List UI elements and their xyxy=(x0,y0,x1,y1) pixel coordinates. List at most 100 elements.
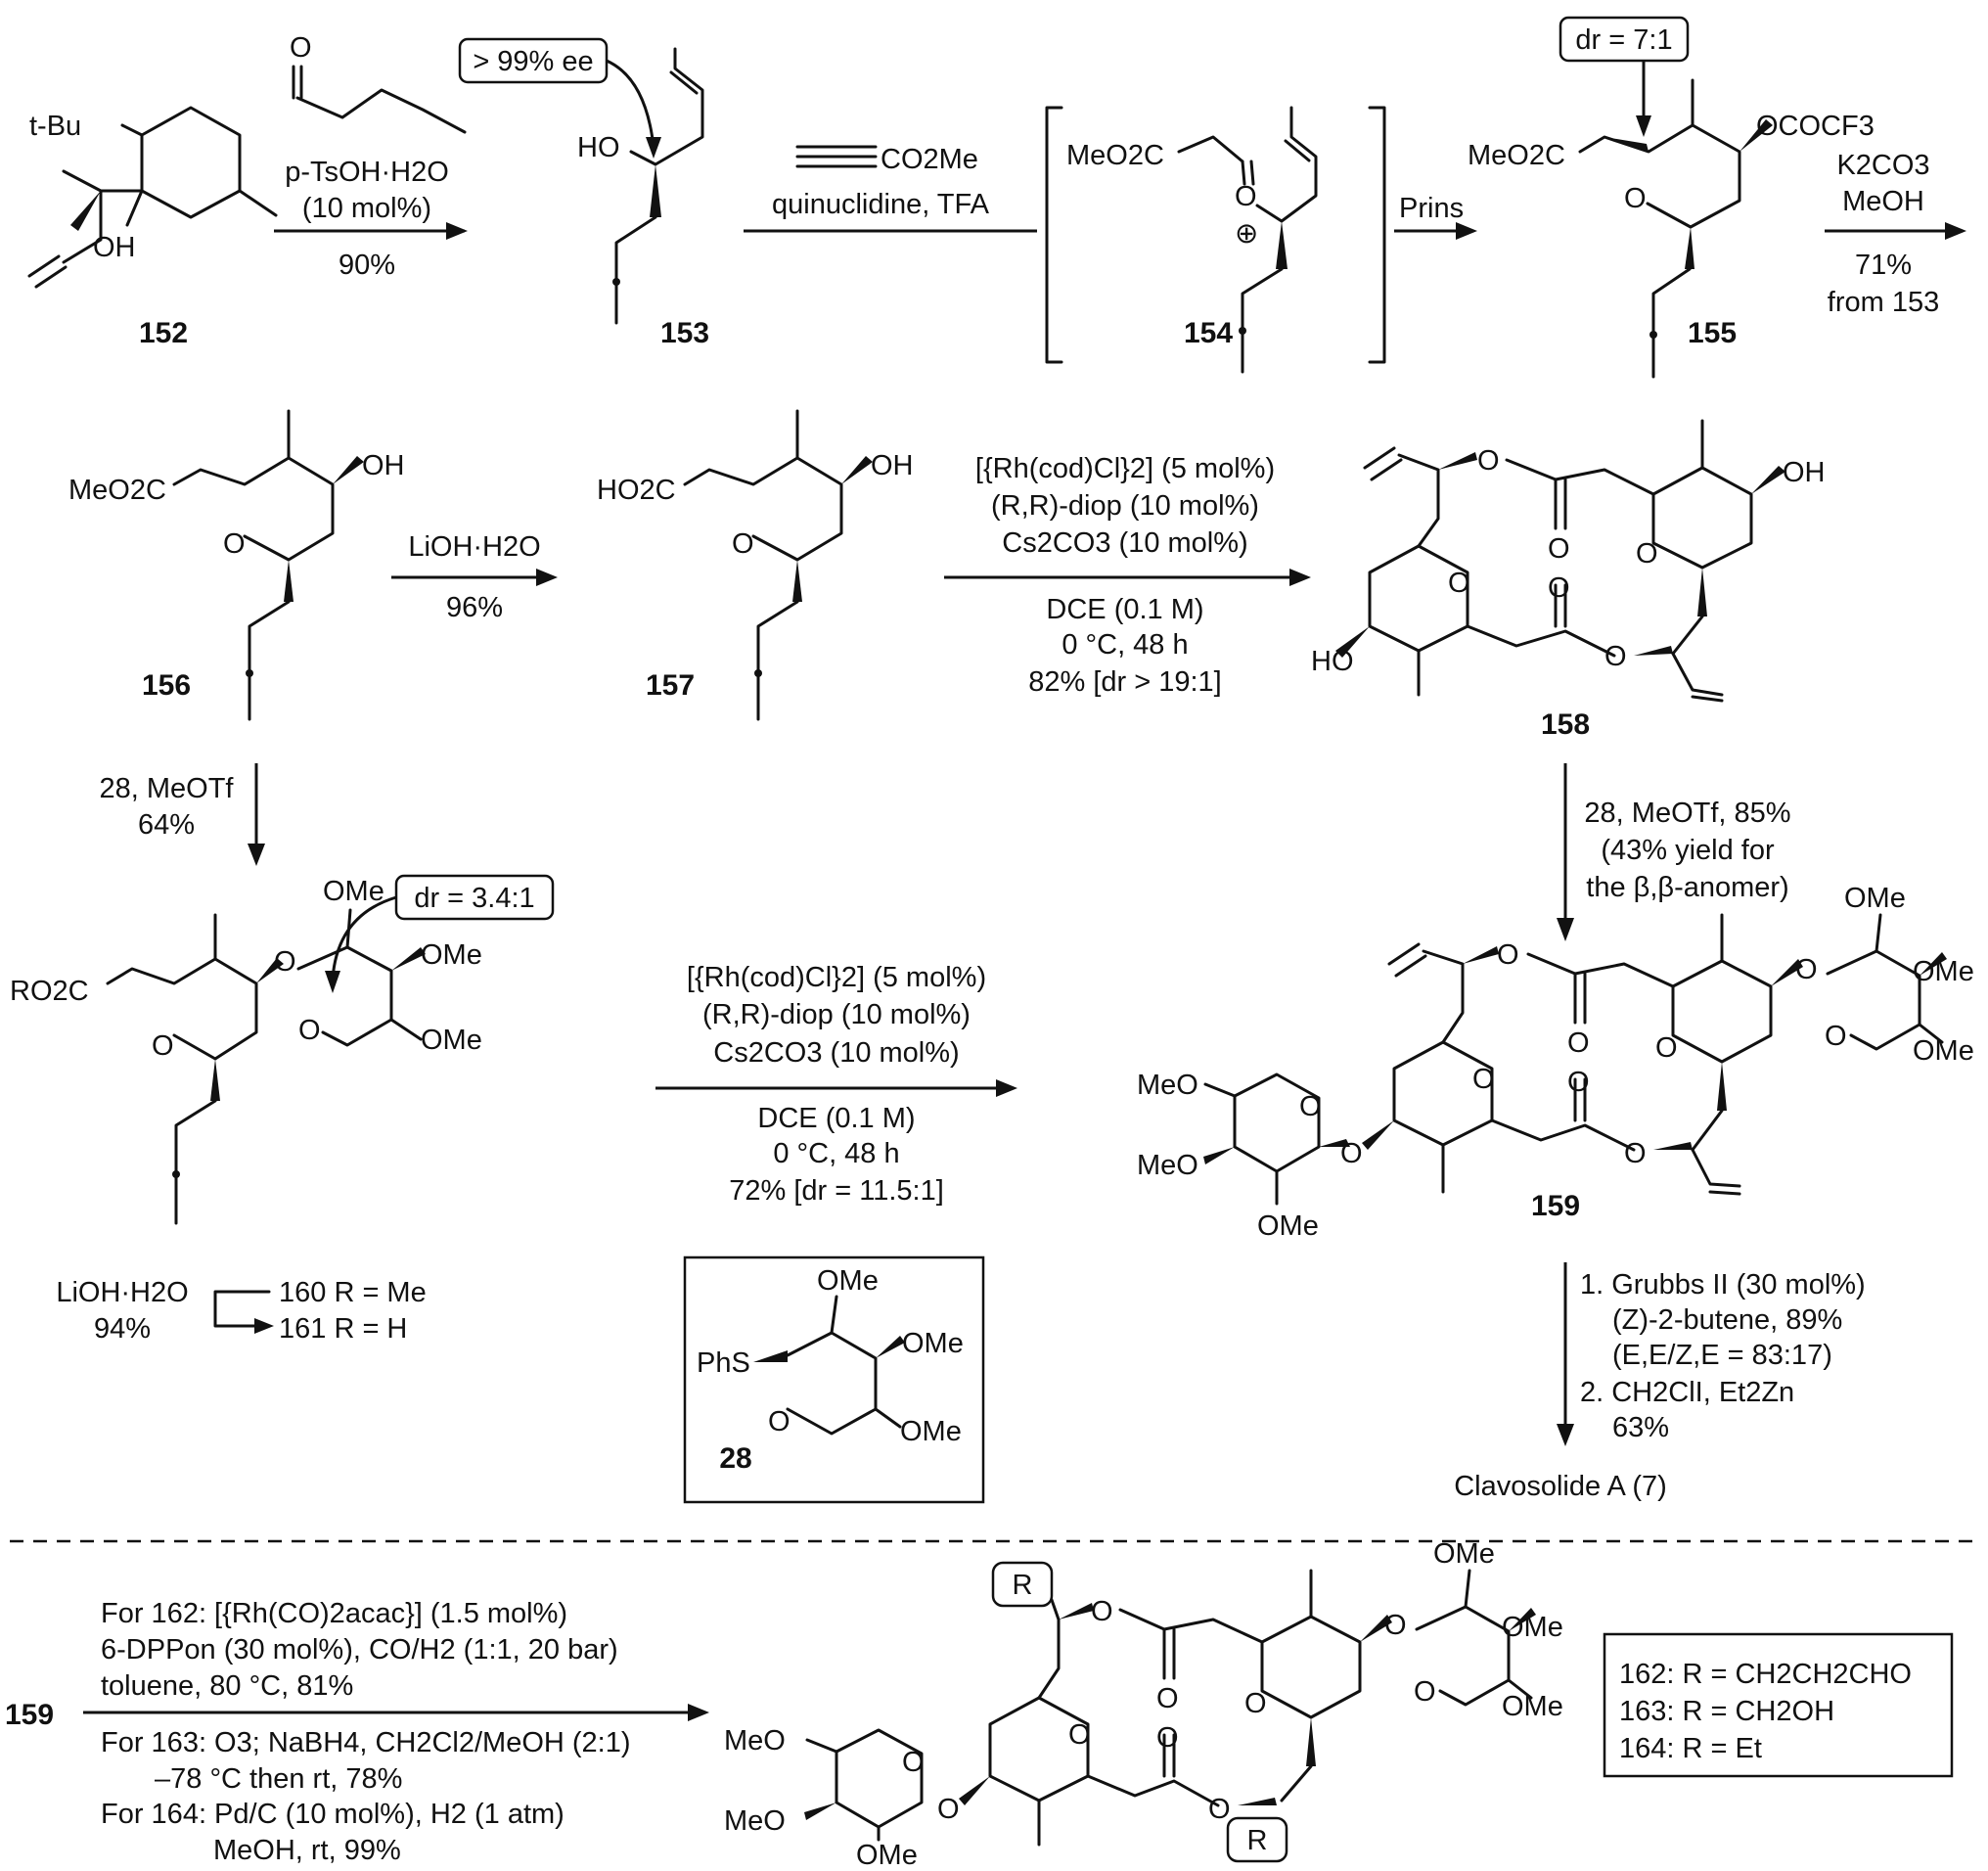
svg-text:O: O xyxy=(1795,954,1818,985)
svg-text:90%: 90% xyxy=(339,250,395,281)
svg-text:O: O xyxy=(1299,1091,1322,1122)
label-155: 155 xyxy=(1688,317,1737,349)
svg-text:O: O xyxy=(732,528,754,560)
conditions-step-9: LiOH·H2O 94% 160 R = Me 161 R = H xyxy=(56,1277,426,1345)
svg-text:O: O xyxy=(1825,1021,1847,1052)
conditions-step-7: 28, MeOTf, 85% (43% yield for the β,β-an… xyxy=(1584,798,1790,903)
svg-text:6-DPPon (30 mol%), CO/H2 (1:1,: 6-DPPon (30 mol%), CO/H2 (1:1, 20 bar) xyxy=(101,1634,618,1666)
compound-158: O O OH O O HO O O 158 xyxy=(1311,419,1826,741)
svg-text:O: O xyxy=(1477,445,1500,477)
compound-28: PhS OMe OMe OMe O 28 xyxy=(683,1255,985,1504)
svg-text:O: O xyxy=(902,1747,925,1778)
label-157: 157 xyxy=(646,669,695,702)
svg-text:OMe: OMe xyxy=(817,1265,879,1297)
svg-text:162: R = CH2CH2CHO: 162: R = CH2CH2CHO xyxy=(1619,1659,1912,1690)
svg-text:2. CH2ClI, Et2Zn: 2. CH2ClI, Et2Zn xyxy=(1580,1377,1794,1408)
svg-text:161 R = H: 161 R = H xyxy=(279,1313,407,1345)
svg-text:For 163: O3; NaBH4, CH2Cl2/MeO: For 163: O3; NaBH4, CH2Cl2/MeOH (2:1) xyxy=(101,1727,631,1758)
svg-text:O: O xyxy=(1156,1683,1179,1714)
svg-text:28, MeOTf, 85%: 28, MeOTf, 85% xyxy=(1584,798,1790,829)
conditions-step-8: [{Rh(cod)Cl}2] (5 mol%) (R,R)-diop (10 m… xyxy=(687,962,986,1207)
svg-text:O: O xyxy=(1472,1064,1495,1095)
svg-text:from 153: from 153 xyxy=(1828,287,1939,318)
svg-text:O: O xyxy=(1636,538,1658,570)
label-159-start: 159 xyxy=(5,1699,54,1731)
svg-text:O: O xyxy=(1235,181,1257,212)
svg-text:R: R xyxy=(1247,1825,1268,1856)
conditions-step-1: p-TsOH·H2O (10 mol%) 90% xyxy=(285,157,449,281)
dr-callout-155: dr = 7:1 xyxy=(1575,24,1672,56)
svg-text:82% [dr > 19:1]: 82% [dr > 19:1] xyxy=(1028,666,1222,698)
oh-label: OH xyxy=(93,232,136,263)
svg-text:MeO: MeO xyxy=(724,1725,786,1757)
conditions-step-4: LiOH·H2O 96% xyxy=(408,531,540,623)
svg-text:OMe: OMe xyxy=(1913,956,1974,987)
svg-text:O: O xyxy=(1068,1719,1091,1751)
prins-label: Prins xyxy=(1399,193,1464,224)
svg-text:OMe: OMe xyxy=(1502,1612,1563,1643)
svg-text:MeO: MeO xyxy=(1137,1070,1198,1101)
svg-text:(R,R)-diop (10 mol%): (R,R)-diop (10 mol%) xyxy=(991,490,1259,522)
svg-text:MeOH, rt, 99%: MeOH, rt, 99% xyxy=(213,1835,401,1866)
label-156: 156 xyxy=(142,669,191,702)
svg-text:[{Rh(cod)Cl}2] (5 mol%): [{Rh(cod)Cl}2] (5 mol%) xyxy=(687,962,986,993)
label-158: 158 xyxy=(1541,708,1590,741)
svg-text:O: O xyxy=(1156,1722,1179,1754)
conditions-step-2: quinuclidine, TFA xyxy=(772,189,990,220)
svg-text:O: O xyxy=(1384,1610,1407,1641)
svg-text:K2CO3: K2CO3 xyxy=(1836,150,1929,181)
svg-text:O: O xyxy=(1548,533,1570,565)
svg-text:(10 mol%): (10 mol%) xyxy=(302,193,431,224)
product-clavosolide: Clavosolide A (7) xyxy=(1454,1471,1667,1502)
conditions-step-6: 28, MeOTf 64% xyxy=(100,773,235,841)
conditions-step-3: K2CO3 MeOH 71% from 153 xyxy=(1828,150,1939,318)
svg-text:OMe: OMe xyxy=(856,1840,918,1871)
svg-text:(Z)-2-butene, 89%: (Z)-2-butene, 89% xyxy=(1612,1304,1842,1336)
svg-text:O: O xyxy=(1091,1596,1113,1627)
svg-text:O: O xyxy=(1414,1676,1436,1708)
svg-text:(R,R)-diop (10 mol%): (R,R)-diop (10 mol%) xyxy=(702,999,971,1030)
svg-text:O: O xyxy=(768,1406,791,1437)
svg-text:OMe: OMe xyxy=(421,1025,482,1056)
svg-text:O: O xyxy=(1624,1138,1647,1169)
svg-text:OMe: OMe xyxy=(1502,1691,1563,1722)
svg-text:O: O xyxy=(1604,641,1627,672)
svg-text:MeO2C: MeO2C xyxy=(1066,140,1164,171)
label-154: 154 xyxy=(1184,317,1233,349)
svg-text:O: O xyxy=(1244,1688,1267,1719)
svg-text:O: O xyxy=(1567,1027,1590,1059)
allenyl-aldehyde: O xyxy=(290,32,467,134)
svg-text:⊕: ⊕ xyxy=(1235,218,1258,250)
svg-text:0 °C, 48 h: 0 °C, 48 h xyxy=(773,1138,899,1169)
tbu-label: t-Bu xyxy=(29,111,81,142)
svg-text:R: R xyxy=(1013,1570,1033,1601)
svg-text:DCE (0.1 M): DCE (0.1 M) xyxy=(757,1103,915,1134)
svg-text:OH: OH xyxy=(871,450,914,481)
svg-text:O: O xyxy=(1655,1032,1678,1064)
svg-text:(E,E/Z,E = 83:17): (E,E/Z,E = 83:17) xyxy=(1612,1340,1832,1371)
compound-156: MeO2C OH O 156 xyxy=(68,409,405,721)
compound-157: HO2C OH O 157 xyxy=(597,409,914,721)
svg-text:OMe: OMe xyxy=(421,939,482,971)
label-152: 152 xyxy=(139,317,188,349)
svg-text:MeOH: MeOH xyxy=(1842,186,1924,217)
svg-text:MeO: MeO xyxy=(1137,1150,1198,1181)
compound-152: t-Bu OH 152 xyxy=(27,106,278,349)
svg-text:toluene, 80 °C, 81%: toluene, 80 °C, 81% xyxy=(101,1670,353,1702)
svg-text:For 164: Pd/C (10 mol%), H2 (1: For 164: Pd/C (10 mol%), H2 (1 atm) xyxy=(101,1799,565,1830)
svg-text:64%: 64% xyxy=(138,809,195,841)
svg-text:Cs2CO3 (10 mol%): Cs2CO3 (10 mol%) xyxy=(713,1037,959,1069)
conditions-step-11: For 162: [{Rh(CO)2acac}] (1.5 mol%) 6-DP… xyxy=(101,1598,631,1866)
svg-text:28, MeOTf: 28, MeOTf xyxy=(100,773,235,804)
intermediate-154: MeO2C O ⊕ 154 xyxy=(1045,106,1386,374)
propiolate-reagent: CO2Me xyxy=(795,144,978,175)
svg-text:O: O xyxy=(298,1015,321,1046)
svg-text:O: O xyxy=(1548,572,1570,604)
svg-text:DCE (0.1 M): DCE (0.1 M) xyxy=(1046,594,1203,625)
conditions-step-5: [{Rh(cod)Cl}2] (5 mol%) (R,R)-diop (10 m… xyxy=(975,453,1275,698)
svg-text:O: O xyxy=(223,528,246,560)
ee-callout: > 99% ee xyxy=(473,46,593,77)
svg-text:OH: OH xyxy=(362,450,405,481)
svg-text:OCOCF3: OCOCF3 xyxy=(1756,111,1875,142)
